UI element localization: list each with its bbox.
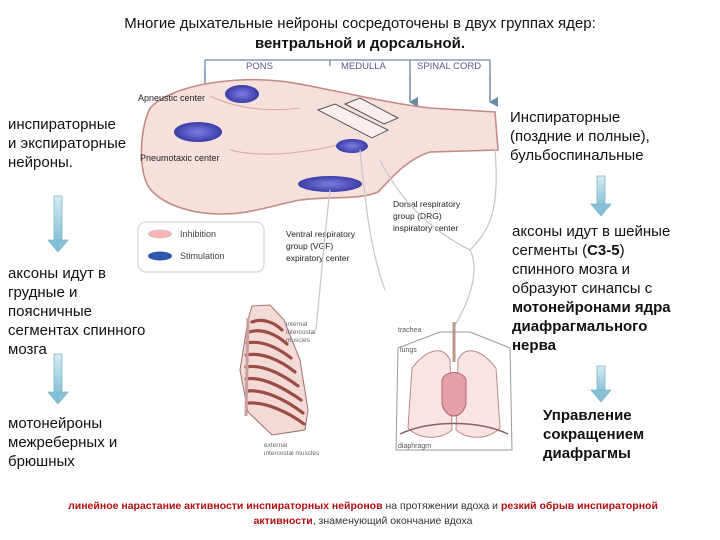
left-block2-line1: аксоны идут в	[8, 264, 145, 283]
arrow-left-2	[48, 354, 68, 404]
label-drg-3: inspiratory center	[393, 223, 458, 233]
footer-part2: на протяжении вдоха и	[383, 500, 501, 512]
left-block1-line1: инспираторные	[8, 115, 126, 134]
right-block2-line2-a: сегменты (	[512, 242, 587, 259]
footer-caption: линейное нарастание активности инспирато…	[18, 499, 708, 529]
left-block1-line3: нейроны.	[8, 153, 126, 172]
label-drg-1: Dorsal respiratory	[393, 199, 461, 209]
label-pneumotaxic: Pneumotaxic center	[140, 153, 220, 163]
right-block2-segments: С3-5	[587, 242, 620, 259]
footer-part1: линейное нарастание активности инспирато…	[68, 500, 382, 512]
right-block1-line1: Инспираторные	[510, 108, 650, 127]
label-vrg-2: group (VGF)	[286, 241, 333, 251]
left-block2-line5: мозга	[8, 340, 145, 359]
legend-stimulation: Stimulation	[180, 251, 225, 261]
label-trachea: trachea	[398, 327, 421, 334]
right-block2-line7: нерва	[512, 336, 671, 355]
footer-part5: , знаменующий окончание вдоха	[313, 515, 473, 527]
footer-part3: резкий обрыв инспираторной	[501, 500, 658, 512]
label-external-2: intercostal muscles	[264, 450, 320, 457]
arrow-right-1	[591, 176, 611, 216]
label-apneustic: Apneustic center	[138, 93, 205, 103]
label-external-1: external	[264, 442, 288, 449]
arrow-left-1	[48, 196, 68, 252]
arrow-right-2	[591, 366, 611, 402]
lungs-illustration	[396, 322, 512, 450]
right-block2-line1: аксоны идут в шейные	[512, 222, 671, 241]
label-medulla: MEDULLA	[341, 61, 387, 72]
right-block1-line2: (поздние и полные),	[510, 127, 650, 146]
right-block3-line3: диафрагмы	[543, 444, 644, 463]
left-block1-line2: и экспираторные	[8, 134, 126, 153]
left-block2-line4: сегментах спинного	[8, 321, 145, 340]
right-block2-line6: диафрагмального	[512, 317, 671, 336]
label-internal-2: intercostal	[286, 329, 316, 336]
right-block2-line2: сегменты (С3-5)	[512, 241, 671, 260]
right-block3-line1: Управление	[543, 406, 644, 425]
label-vrg-1: Ventral respiratory	[286, 229, 356, 239]
pneumotaxic-nucleus	[174, 122, 222, 142]
right-block2-line2-c: )	[620, 242, 625, 259]
label-internal-1: internal	[286, 321, 308, 328]
apneustic-nucleus	[225, 85, 259, 103]
drg-nucleus	[336, 139, 368, 153]
left-block-motoneurons: мотонейроны межреберных и брюшных	[8, 414, 117, 471]
left-block-axons: аксоны идут в грудные и поясничные сегме…	[8, 264, 145, 359]
vrg-nucleus	[298, 176, 362, 192]
left-block2-line3: поясничные	[8, 302, 145, 321]
right-block-axons: аксоны идут в шейные сегменты (С3-5) спи…	[512, 222, 671, 355]
right-block-inspiratory: Инспираторные (поздние и полные), бульбо…	[510, 108, 650, 165]
left-block3-line3: брюшных	[8, 452, 117, 471]
label-pons: PONS	[246, 61, 273, 72]
footer-part4: активности	[254, 515, 313, 527]
label-lungs: lungs	[400, 347, 417, 354]
right-block2-line4: образуют синапсы с	[512, 279, 671, 298]
right-block1-line3: бульбоспинальные	[510, 146, 650, 165]
label-internal-3: muscles	[286, 337, 311, 344]
legend-inhibition: Inhibition	[180, 229, 216, 239]
right-block2-line3: спинного мозга и	[512, 260, 671, 279]
left-block3-line1: мотонейроны	[8, 414, 117, 433]
right-block2-line5: мотонейронами ядра	[512, 298, 671, 317]
label-diaphragm: diaphragm	[398, 443, 431, 450]
left-block3-line2: межреберных и	[8, 433, 117, 452]
label-spinal-cord: SPINAL CORD	[417, 61, 481, 72]
right-block3-line2: сокращением	[543, 425, 644, 444]
label-vrg-3: expiratory center	[286, 253, 349, 263]
left-block-neurons: инспираторные и экспираторные нейроны.	[8, 115, 126, 172]
left-block2-line2: грудные и	[8, 283, 145, 302]
inhibition-swatch	[148, 230, 172, 239]
stimulation-swatch	[148, 252, 172, 261]
right-block-control: Управление сокращением диафрагмы	[543, 406, 644, 463]
legend-box: Inhibition Stimulation	[138, 222, 264, 272]
